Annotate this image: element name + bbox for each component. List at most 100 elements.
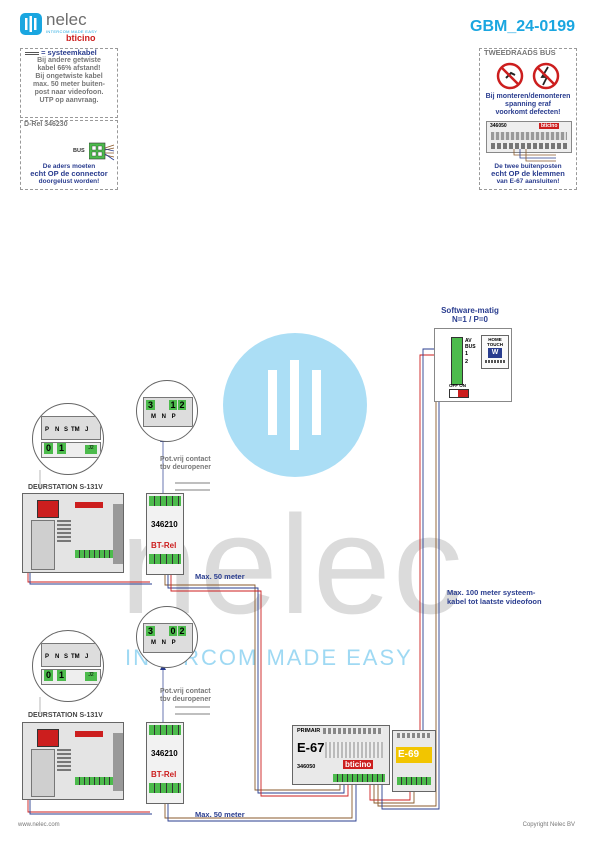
jumper-value: 2 [178, 626, 186, 636]
home-touch-base: AV BUS 1 2 HOME TOUCH W OFF ON [434, 328, 512, 402]
note-line: doorgelust worden! [38, 178, 100, 185]
key-label: TM [71, 427, 80, 433]
relay-model: 346210 [151, 520, 178, 529]
brand-name: nelec [46, 10, 87, 29]
module-code: 346050 [490, 123, 507, 129]
key-label: P [45, 427, 50, 433]
callout-keys-1: P N S TM J 0 1 J2 [32, 403, 104, 475]
relay-module-1: 346210 BT-Rel [146, 493, 184, 575]
note-line: Bij ongetwiste kabel [35, 73, 103, 80]
note-line: max. 50 meter buiten- [33, 81, 105, 88]
note-line: Bij monteren/demonteren [485, 93, 571, 100]
doc-code: GBM_24-0199 [470, 18, 575, 35]
key-label: S [64, 427, 69, 433]
module-wires [513, 149, 556, 162]
brand-logo: nelec INTERCOM MADE EASY bticino [18, 10, 138, 43]
relay-brand: BT-Rel [151, 541, 177, 550]
key-label: J [85, 427, 89, 433]
home-touch-device: HOME TOUCH W [481, 335, 509, 369]
connector-icon [89, 142, 115, 161]
e69-label: E-69 [396, 747, 432, 763]
bus-label: BUS [73, 148, 85, 154]
software-line: N=1 / P=0 [451, 315, 489, 324]
station-label: DEURSTATION S-131V [28, 712, 103, 719]
e67-module: PRIMAIR E-67 346050 bticino [292, 725, 390, 785]
relay-model: 346210 [151, 749, 178, 758]
note-line: UTP op aanvraag. [39, 97, 99, 104]
note-title: TWEEDRAADS BUS [484, 48, 556, 57]
key-label: N [55, 427, 60, 433]
dip-label: J2 [85, 672, 97, 681]
note-drel: D-Rel 346230 BUS De aders moeten echt OP… [20, 120, 118, 190]
jumper-value: 3 [146, 400, 155, 410]
jumper-value: 1 [169, 400, 177, 410]
contact-text: Pot.vrij contact [160, 456, 211, 463]
note-line: post naar videofoon. [34, 89, 104, 96]
note-line: spanning eraf [505, 101, 551, 108]
key-label: P [45, 654, 50, 660]
relay-brand: BT-Rel [151, 770, 177, 779]
software-line: Software-matig [441, 306, 499, 315]
key-label: TM [71, 654, 80, 660]
note-line: echt OP de klemmen [491, 169, 565, 178]
cable-note: kabel tot laatste videofoon [447, 597, 542, 606]
footer-website[interactable]: www.nelec.com [18, 822, 60, 828]
brand-tagline: INTERCOM MADE EASY [46, 29, 98, 34]
jumper-value: 0 [169, 626, 177, 636]
door-station-2 [22, 722, 124, 800]
terminal-label: 1 [465, 351, 469, 357]
callout-relay-2: 3 0 2 M N P [136, 606, 198, 668]
dip-value: 0 [44, 443, 53, 454]
nelec-logo-icon [20, 13, 42, 35]
note-line: voorkomt defecten! [495, 109, 561, 116]
distance-label: Max. 50 meter [195, 810, 245, 819]
e67-primair: PRIMAIR [297, 728, 321, 734]
terminal-label: AV BUS [465, 338, 476, 350]
e67-brand: bticino [343, 760, 374, 769]
relay-terms: M N P [151, 414, 178, 420]
note-title: D-Rel 346230 [24, 121, 68, 128]
key-label: S [64, 654, 69, 660]
switch-label: OFF ON [449, 383, 466, 388]
cable-note: Max. 100 meter systeem- [447, 588, 536, 597]
e67-model: 346050 [297, 764, 316, 770]
terminal-block [451, 337, 463, 385]
device-label: HOME TOUCH [487, 337, 503, 347]
dip-switch[interactable] [449, 389, 469, 398]
watermark-logo-icon [223, 333, 367, 477]
note-tweedraads: TWEEDRAADS BUS Bij monteren/demonteren s… [479, 48, 577, 190]
dip-value: 0 [44, 670, 53, 681]
callout-keys-2: P N S TM J 0 1 J2 [32, 630, 104, 702]
terminal-label: 2 [465, 359, 469, 365]
device-button[interactable]: W [488, 348, 502, 358]
footer-copyright: Copyright Nelec BV [522, 822, 575, 828]
dip-value: 1 [57, 443, 66, 454]
key-label: N [55, 654, 60, 660]
note-line: van E-67 aansluiten! [496, 178, 560, 185]
module-brand: bticino [539, 123, 560, 129]
station-label: DEURSTATION S-131V [28, 484, 103, 491]
note-line: Bij andere getwiste [37, 57, 101, 64]
e69-module: E-69 [392, 730, 436, 792]
relay-module-2: 346210 BT-Rel [146, 722, 184, 804]
systeemkabel-line-icon [25, 51, 39, 55]
note-line: echt OP de connector [30, 169, 108, 178]
sub-brand: bticino [66, 33, 96, 43]
note-title: = systeemkabel [21, 49, 117, 57]
contact-text: Pot.vrij contact [160, 688, 211, 695]
module-image: 346050 bticino [486, 121, 572, 153]
contact-text: tbv deuropener [160, 696, 211, 703]
note-line: De twee buitenposten [494, 163, 562, 170]
jumper-value: 2 [178, 400, 186, 410]
no-power-warning-icon [496, 62, 560, 90]
note-line: kabel 66% afstand! [37, 65, 101, 72]
door-station-1 [22, 493, 124, 573]
note-systeemkabel: = systeemkabel Bij andere getwiste kabel… [20, 48, 118, 118]
key-label: J [85, 654, 89, 660]
callout-relay-1: 3 1 2 M N P [136, 380, 198, 442]
dip-value: 1 [57, 670, 66, 681]
note-line: De aders moeten [42, 163, 96, 170]
dip-label: J2 [85, 445, 97, 454]
distance-label: Max. 50 meter [195, 572, 245, 581]
relay-terms: M N P [151, 640, 178, 646]
